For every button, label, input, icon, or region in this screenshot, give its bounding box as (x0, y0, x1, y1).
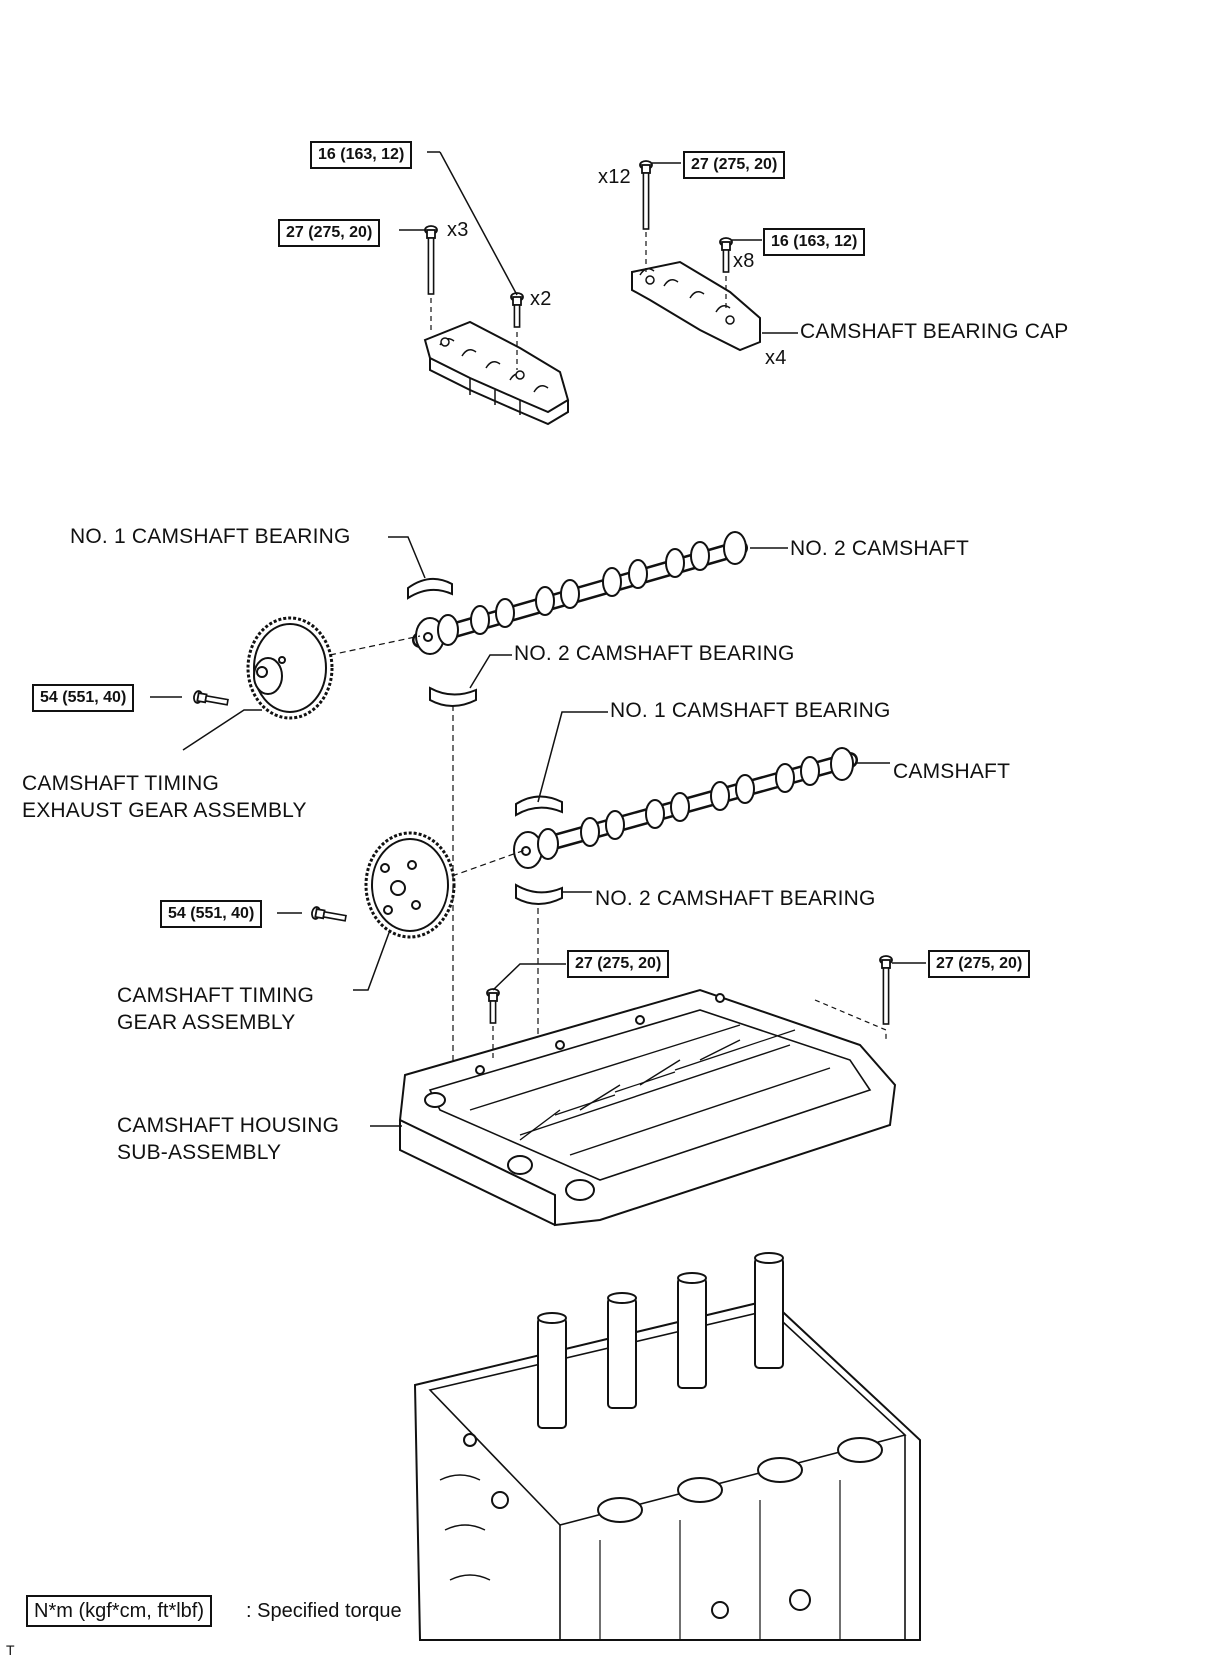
timing-gear (364, 831, 456, 939)
bolt-icon (310, 905, 348, 926)
bolt-icon (719, 237, 733, 273)
bolt-icon (879, 955, 893, 1025)
bolt-icon (192, 689, 230, 710)
bearing-cap-right (631, 260, 761, 352)
no2-camshaft (412, 531, 748, 655)
camshaft-lower (513, 747, 858, 869)
no2-bearing-upper-shape (429, 686, 477, 707)
bolt-icon (486, 988, 500, 1024)
cylinder-head-block (413, 1252, 921, 1641)
bolt-icon (510, 292, 524, 328)
no2-bearing-lower-shape (515, 883, 563, 905)
exhaust-gear (246, 616, 334, 720)
no1-bearing-upper-shape (407, 577, 453, 600)
bolt-icon (639, 160, 653, 230)
bolt-icon (424, 225, 438, 295)
bearing-cap-left (423, 320, 570, 426)
no1-bearing-lower-shape (515, 795, 563, 817)
camshaft-housing (398, 988, 897, 1227)
